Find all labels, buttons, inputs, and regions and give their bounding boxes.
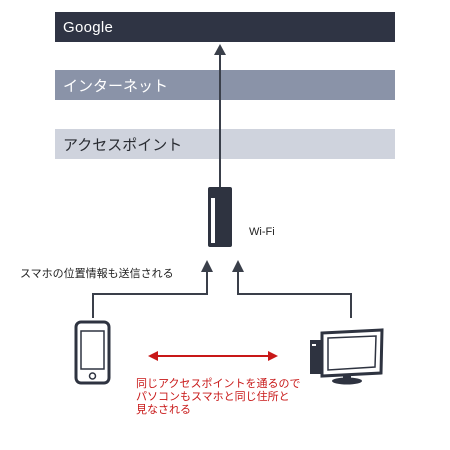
shared-access-point-note: 同じアクセスポイントを通るので パソコンもスマホと同じ住所と 見なされる [136,378,300,417]
internet-label: インターネット [63,77,169,95]
shared-note-line-2: パソコンもスマホと同じ住所と [136,391,290,403]
smartphone-location-note: スマホの位置情報も送信される [20,268,174,280]
desktop-computer-icon [310,328,384,385]
access-point-bar: アクセスポイント [55,129,395,159]
internet-bar: インターネット [55,70,395,100]
double-arrow-left-head [148,351,158,361]
phone-connector [92,270,208,318]
desktop-connector [237,270,352,318]
shared-note-line-1: 同じアクセスポイントを通るので [136,378,301,390]
uplink-arrowhead [214,44,226,55]
wifi-router-icon [208,187,232,247]
desktop-connector-arrowhead [232,260,244,272]
wifi-label: Wi-Fi [249,226,275,238]
access-point-label: アクセスポイント [63,136,183,154]
phone-connector-arrowhead [201,260,213,272]
google-label: Google [63,18,114,36]
google-bar: Google [55,12,395,42]
shared-note-line-3: 見なされる [136,404,191,416]
double-arrow-right-head [268,351,278,361]
smartphone-icon [74,320,111,385]
